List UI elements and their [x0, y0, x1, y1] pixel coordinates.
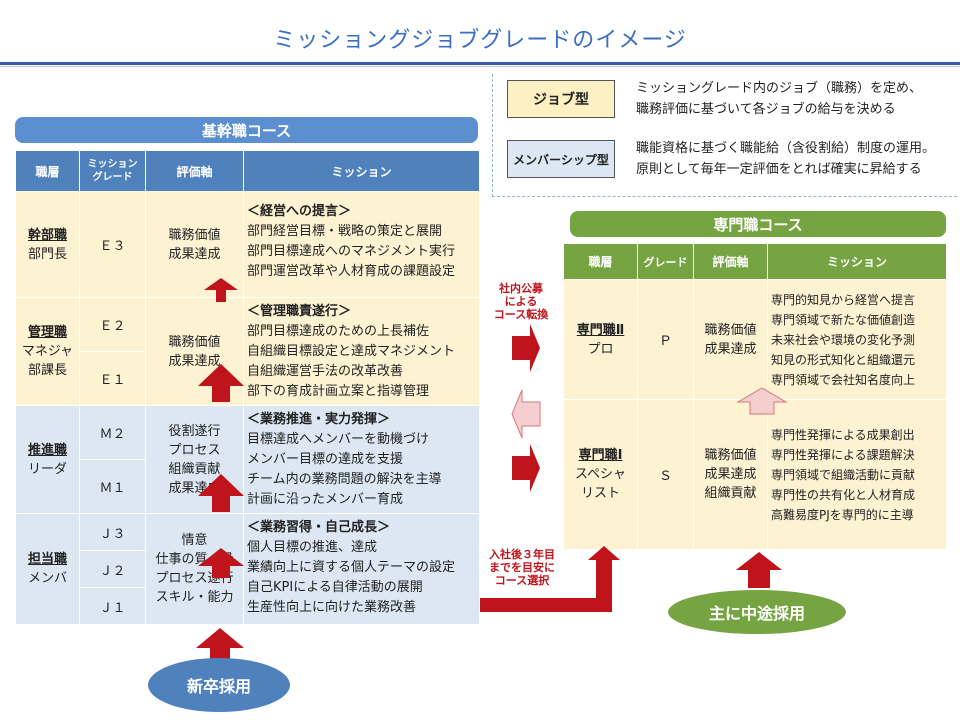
header-mission: ミッション	[243, 150, 480, 192]
axis-cell: 職務価値成果達成組織貢献	[693, 399, 768, 550]
entry-arrow-icon	[196, 628, 244, 660]
header-rank: 職層	[15, 150, 80, 192]
grade-cell: Ｐ	[637, 279, 694, 400]
header-axis: 評価軸	[145, 150, 244, 192]
promotion-arrow-icon	[198, 548, 244, 578]
page-title: ミッショングジョブグレードのイメージ	[273, 28, 687, 53]
promotion-arrow-icon	[198, 474, 244, 512]
rank-cell: 幹部職部門長	[15, 191, 80, 298]
table-row: 幹部職部門長 Ｅ３ 職務価値成果達成 ＜経営への提言＞ 部門経営目標・戦略の策定…	[15, 191, 480, 298]
rank-cell: 推進職リーダ	[15, 405, 80, 514]
table-row: Ｊ２	[16, 550, 480, 588]
grade-cell: Ｅ１	[79, 351, 146, 406]
legend-tag-membership: メンバーシップ型	[507, 140, 615, 178]
table-row: Ｅ１	[16, 351, 480, 406]
grade-cell: Ｊ１	[79, 587, 146, 625]
header-mission: ミッション	[767, 243, 947, 280]
transfer-right-arrow-icon	[512, 324, 540, 372]
axis-cell: 職務価値成果達成	[693, 279, 768, 400]
internal-transfer-label: 社内公募によるコース転換	[493, 282, 549, 321]
legend-desc-membership: 職能資格に基づく職能給（含役割給）制度の運用。原則として毎年一定評価をとれば確実…	[636, 141, 936, 177]
grade-cell: Ｊ３	[79, 513, 146, 551]
header-axis: 評価軸	[693, 243, 768, 280]
table-row: 管理職マネジャ部課長 Ｅ２ 職務価値成果達成 ＜管理職責遂行＞ 部門目標達成のた…	[15, 297, 480, 406]
promotion-arrow-icon	[204, 278, 238, 302]
header-grade: グレード	[637, 243, 694, 280]
transfer-left-arrow-icon	[511, 389, 541, 439]
table-row: Ｊ１	[16, 587, 480, 625]
table-row: 推進職リーダ Ｍ２ 役割遂行プロセス組織貢献成果達成 ＜業務推進・実力発揮＞ 目…	[15, 405, 480, 514]
course-select-label: 入社後３年目までを目安にコース選択	[489, 548, 555, 587]
new-grad-hiring-badge: 新卒採用	[148, 658, 290, 712]
core-course-label: 基幹職コース	[15, 117, 478, 143]
rank-cell: 管理職マネジャ部課長	[15, 297, 80, 406]
specialist-promotion-arrow-icon	[736, 387, 788, 415]
grade-cell: Ｊ２	[79, 550, 146, 588]
legend-frame	[492, 74, 957, 197]
legend-desc-job: ミッショングレード内のジョブ（職務）を定め、職務評価に基づいて各ジョブの給与を決…	[636, 81, 923, 117]
legend-tag-job: ジョブ型	[507, 80, 615, 118]
promotion-arrow-icon	[198, 364, 244, 402]
specialist-course-label: 専門職コース	[570, 211, 946, 237]
mission-cell: 専門性発揮による成果創出専門性発揮による課題解決専門領域で組織活動に貢献専門性の…	[767, 399, 947, 550]
mission-cell: ＜業務習得・自己成長＞ 個人目標の推進、達成業績向上に資する個人テーマの設定自己…	[243, 513, 480, 625]
header-rank: 職層	[563, 243, 638, 280]
rank-cell: 担当職メンバ	[15, 513, 80, 625]
mid-career-arrow-icon	[736, 552, 782, 588]
header-grade: ミッション グレード	[79, 150, 146, 192]
mission-cell: ＜経営への提言＞ 部門経営目標・戦略の策定と展開部門目標達成へのマネジメント実行…	[243, 191, 480, 298]
mission-cell: ＜管理職責遂行＞ 部門目標達成のための上長補佐自組織目標設定と達成マネジメント自…	[243, 297, 480, 406]
mid-career-hiring-badge: 主に中途採用	[668, 590, 846, 634]
mission-cell: 専門的知見から経営へ提言専門領域で新たな価値創造未来社会や環境の変化予測知見の形…	[767, 279, 947, 400]
course-selection-arrow-icon	[480, 546, 620, 612]
axis-cell: 職務価値成果達成	[145, 297, 244, 406]
title-divider-thin	[0, 66, 960, 67]
mission-cell: ＜業務推進・実力発揮＞ 目標達成へメンバーを動機づけメンバー目標の達成を支援チー…	[243, 405, 480, 514]
title-divider	[0, 62, 960, 65]
axis-cell: 職務価値成果達成	[145, 191, 244, 298]
transfer-right-arrow-icon	[512, 444, 540, 492]
